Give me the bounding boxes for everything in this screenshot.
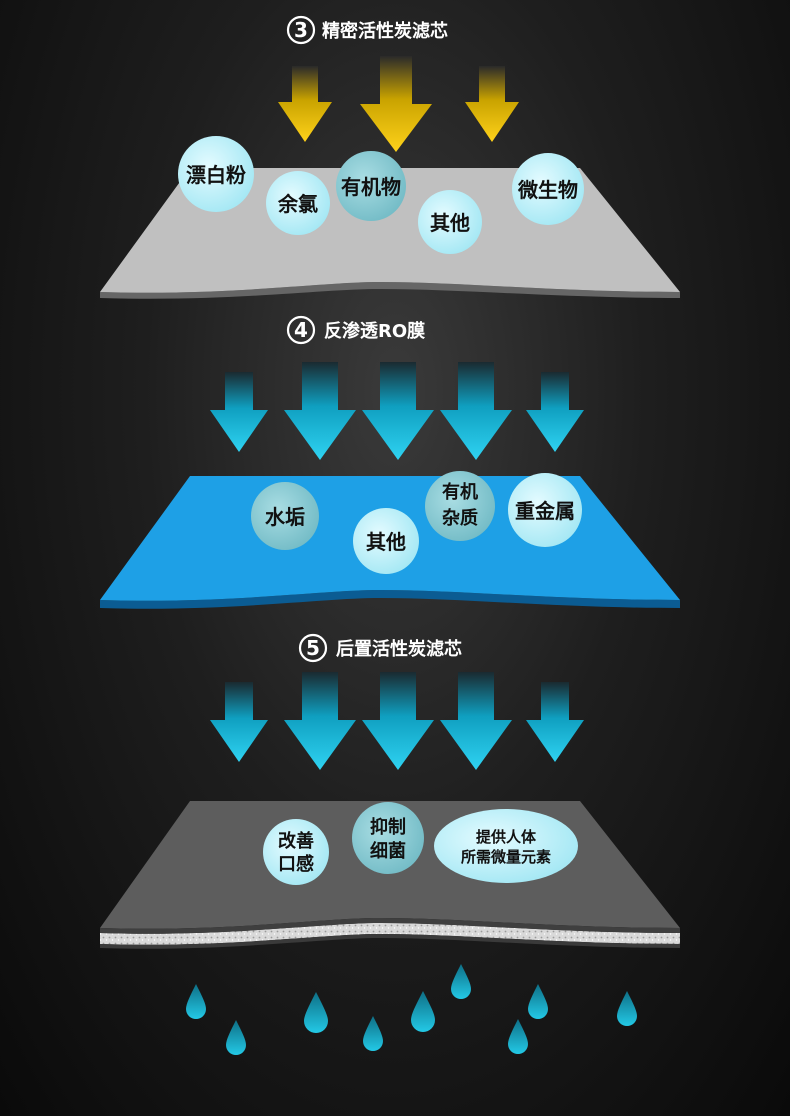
bubble-label: 提供人体 [476, 828, 537, 846]
arrow-down-icon [465, 66, 519, 142]
bubble-label: 所需微量元素 [461, 848, 551, 866]
section-title: 反渗透RO膜 [324, 320, 425, 342]
arrow-down-icon [210, 682, 268, 762]
step-number: 3 [294, 18, 308, 42]
step-number-circle [286, 315, 316, 345]
bubble-label: 其他 [366, 530, 406, 554]
water-drop-icon [226, 1020, 246, 1055]
cyan-arrows [210, 672, 584, 770]
bubble [251, 482, 319, 550]
arrow-down-icon [284, 362, 356, 460]
arrow-down-icon [362, 672, 434, 770]
water-drop-icon [451, 964, 471, 999]
bubble [508, 473, 582, 547]
water-drop-icon [617, 991, 637, 1026]
step-number: 5 [306, 636, 320, 660]
arrow-down-icon [440, 362, 512, 460]
bubble-label: 口感 [278, 853, 314, 875]
step-number-circle [286, 15, 316, 45]
water-drop-icon [411, 991, 435, 1032]
arrow-down-icon [278, 66, 332, 142]
arrow-down-icon [360, 56, 432, 152]
bubble [336, 151, 406, 221]
contaminant-bubbles: 漂白粉 余氯 有机物 其他 微生物 [178, 136, 584, 254]
bubble [353, 508, 419, 574]
arrow-down-icon [440, 672, 512, 770]
bubble-label: 有机 [442, 481, 478, 503]
arrow-down-icon [284, 672, 356, 770]
bubble [266, 171, 330, 235]
water-drop-icon [508, 1019, 528, 1054]
section-3: 3 精密活性炭滤芯 漂白粉 余氯 有机物 其他 微生物 [100, 15, 680, 299]
arrow-down-icon [362, 362, 434, 460]
bubble [434, 809, 578, 883]
bubble-label: 余氯 [277, 192, 318, 216]
bubble-label: 改善 [278, 830, 314, 852]
bubble [425, 471, 495, 541]
bubble [352, 802, 424, 874]
arrow-down-icon [526, 682, 584, 762]
water-drop-icon [304, 992, 328, 1033]
bubble-label: 其他 [430, 211, 470, 235]
bubble [418, 190, 482, 254]
step-number-circle [298, 633, 328, 663]
benefit-bubbles: 改善 口感 抑制 细菌 提供人体 所需微量元素 [263, 802, 578, 885]
water-drop-icon [363, 1016, 383, 1051]
yellow-arrows [278, 56, 519, 152]
section-4: 4 反渗透RO膜 水垢 其他 有机 杂质 重金属 [100, 315, 680, 609]
section-5: 5 后置活性炭滤芯 改善 口感 抑制 细菌 提供人体 所需微量元素 [100, 633, 680, 949]
bubble-label: 漂白粉 [186, 163, 246, 187]
bubble [263, 819, 329, 885]
step-number: 4 [294, 318, 308, 342]
bubble-label: 抑制 [370, 817, 406, 838]
section-title: 后置活性炭滤芯 [336, 638, 462, 660]
bubble-label: 重金属 [515, 499, 575, 523]
bubble [178, 136, 254, 212]
bubble-label: 细菌 [370, 840, 406, 862]
bubble-label: 微生物 [517, 178, 578, 202]
bubble-label: 有机物 [341, 175, 401, 199]
water-drop-icon [528, 984, 548, 1019]
contaminant-bubbles: 水垢 其他 有机 杂质 重金属 [251, 471, 582, 574]
cyan-arrows [210, 362, 584, 460]
water-drop-icon [186, 984, 206, 1019]
section-title: 精密活性炭滤芯 [322, 20, 448, 42]
arrow-down-icon [210, 372, 268, 452]
water-drops [186, 964, 637, 1055]
arrow-down-icon [526, 372, 584, 452]
bubble-label: 水垢 [265, 505, 305, 529]
bubble [512, 153, 584, 225]
bubble-label: 杂质 [442, 508, 478, 529]
